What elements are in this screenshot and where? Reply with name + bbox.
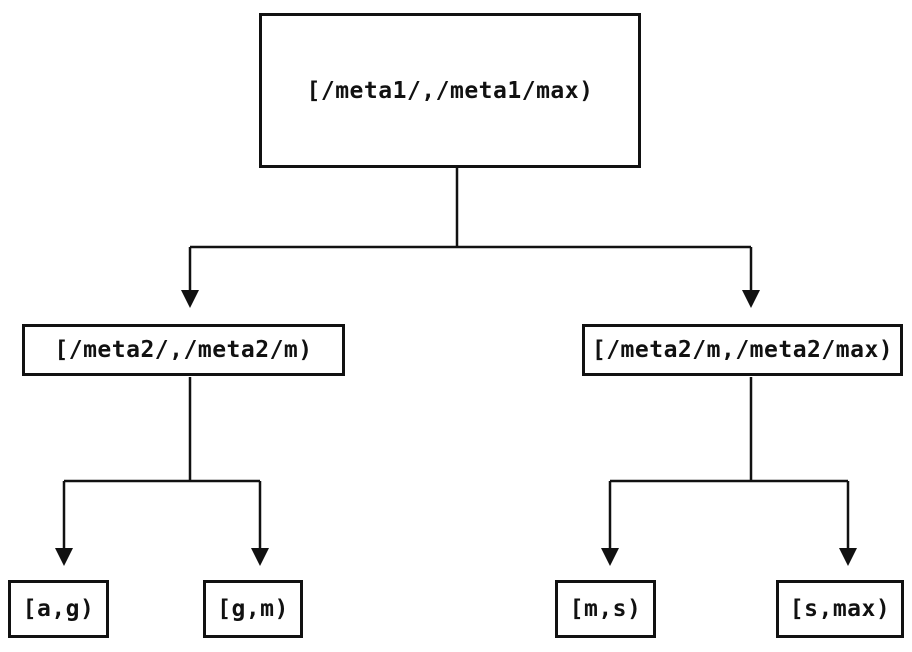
arrowhead-down-icon [742, 290, 760, 308]
left-fork-line [62, 377, 262, 549]
node-leaf-g-m-label: [g,m) [217, 596, 289, 622]
arrowhead-down-icon [251, 548, 269, 566]
arrowhead-down-icon [601, 548, 619, 566]
node-leaf-g-m: [g,m) [203, 580, 303, 638]
node-meta2-low-range: [/meta2/,/meta2/m) [22, 324, 345, 376]
node-leaf-s-max-label: [s,max) [789, 596, 891, 622]
arrowhead-down-icon [181, 290, 199, 308]
node-leaf-a-g: [a,g) [8, 580, 109, 638]
node-root-range-label: [/meta1/,/meta1/max) [306, 77, 594, 104]
node-meta2-low-range-label: [/meta2/,/meta2/m) [54, 337, 313, 363]
right-fork-line [608, 377, 850, 549]
node-leaf-a-g-label: [a,g) [22, 596, 95, 622]
node-leaf-m-s-label: [m,s) [569, 596, 642, 622]
node-leaf-s-max: [s,max) [776, 580, 904, 638]
arrowhead-down-icon [839, 548, 857, 566]
root-fork-line [188, 167, 753, 291]
arrowhead-down-icon [55, 548, 73, 566]
node-meta2-high-range: [/meta2/m,/meta2/max) [582, 324, 903, 376]
node-root-range: [/meta1/,/meta1/max) [259, 13, 641, 168]
node-leaf-m-s: [m,s) [555, 580, 656, 638]
node-meta2-high-range-label: [/meta2/m,/meta2/max) [591, 337, 894, 363]
